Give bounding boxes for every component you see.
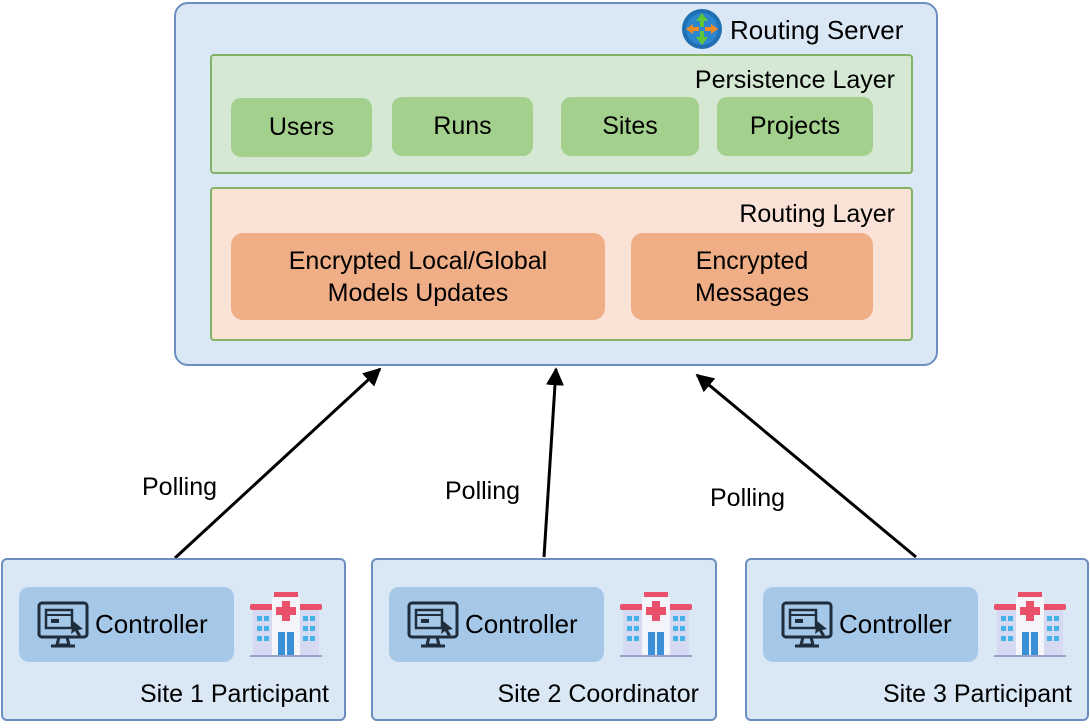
site-1-label: Site 1 Participant — [140, 680, 329, 708]
monitor-icon — [781, 601, 833, 649]
polling-arrow-site-1 — [173, 367, 382, 560]
controller-label: Controller — [95, 609, 208, 639]
persistence-item-runs: Runs — [392, 97, 533, 156]
site-2-controller: Controller — [389, 587, 604, 662]
routing-server-icon — [680, 7, 724, 51]
routing-item-model-updates: Encrypted Local/Global Models Updates — [231, 233, 605, 320]
persistence-layer-title: Persistence Layer — [694, 66, 895, 94]
polling-arrow-site-3 — [695, 373, 917, 559]
routing-item-messages: Encrypted Messages — [631, 233, 873, 320]
persistence-item-users: Users — [231, 98, 372, 157]
persistence-item-sites: Sites — [561, 97, 699, 156]
controller-label: Controller — [465, 609, 578, 639]
hospital-icon — [248, 588, 324, 663]
polling-label-2: Polling — [445, 477, 521, 505]
site-3-label: Site 3 Participant — [883, 680, 1072, 708]
hospital-icon — [618, 588, 694, 663]
polling-label-1: Polling — [142, 473, 218, 501]
controller-label: Controller — [839, 609, 952, 639]
monitor-icon — [37, 601, 89, 649]
site-3-controller: Controller — [763, 587, 978, 662]
persistence-item-projects: Projects — [717, 97, 873, 156]
site-1-controller: Controller — [19, 587, 234, 662]
routing-layer-title: Routing Layer — [739, 200, 895, 228]
site-2-label: Site 2 Coordinator — [497, 680, 699, 708]
routing-server-title: Routing Server — [730, 15, 904, 45]
hospital-icon — [992, 588, 1068, 663]
polling-arrow-site-2 — [542, 367, 564, 558]
monitor-icon — [407, 601, 459, 649]
polling-label-3: Polling — [710, 484, 786, 512]
